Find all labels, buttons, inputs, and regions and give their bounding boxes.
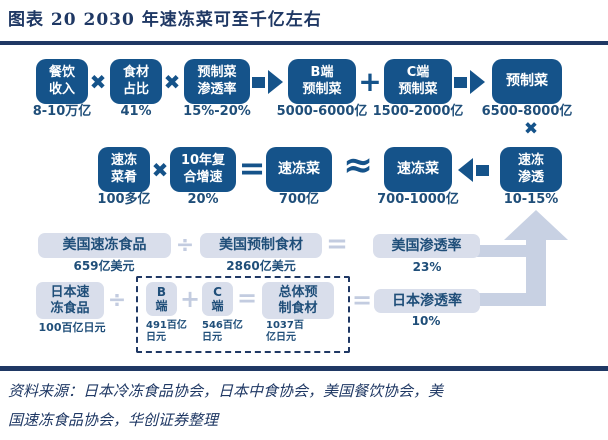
- box-10yr-cagr: 10年复 合增速: [170, 147, 236, 192]
- implies-arrow-right-icon: [454, 70, 485, 94]
- box-japan-total-premade: 总体预 制食材: [262, 282, 334, 319]
- multiply-operator-icon: ✖: [151, 157, 169, 182]
- source-text: 资料来源：日本冷冻食品协会，日本中食协会，美国餐饮协会，美 国速冻食品协会，华创…: [8, 382, 444, 429]
- box-frozen-veg-calc: 速冻菜: [266, 147, 332, 192]
- box-japan-frozen-food: 日本速 冻食品: [36, 282, 104, 319]
- box-ingredient-share: 食材 占比: [110, 59, 162, 104]
- value-us-frozen-food: 659亿美元: [73, 259, 135, 273]
- box-us-frozen-food: 美国速冻食品: [38, 233, 171, 258]
- plus-operator-icon: +: [358, 65, 382, 98]
- equals-operator-icon: =: [326, 228, 348, 259]
- divide-operator-icon: ÷: [107, 288, 127, 313]
- arrow-bar: [252, 76, 265, 88]
- box-frozen-penetration: 速冻 渗透: [500, 147, 562, 192]
- box-us-penetration-rate: 美国渗透率: [373, 234, 480, 258]
- arrow-tip: [470, 70, 485, 94]
- divide-operator-icon: ÷: [175, 233, 195, 258]
- plus-operator-icon: +: [179, 285, 201, 313]
- top-divider: [0, 41, 608, 45]
- equals-operator-icon: =: [236, 284, 258, 312]
- up-arrow-icon: [504, 210, 568, 240]
- box-japan-c-side: C 端: [202, 282, 233, 316]
- box-premade-total: 预制菜: [492, 59, 562, 104]
- value-us-penetration-rate: 23%: [412, 260, 442, 274]
- connector-japan-penetration: [477, 293, 546, 306]
- multiply-operator-icon: ✖: [89, 69, 107, 94]
- value-b-side-premade: 5000-6000亿: [276, 104, 368, 119]
- value-c-side-premade: 1500-2000亿: [372, 104, 464, 119]
- value-japan-b-side: 491百亿 日元: [146, 320, 187, 343]
- japan-premade-group: [136, 276, 350, 353]
- figure-title: 图表 20 2030 年速冻菜可至千亿左右: [8, 10, 322, 30]
- bottom-divider: [0, 366, 608, 371]
- value-japan-c-side: 546百亿 日元: [202, 320, 243, 343]
- equals-operator-icon: =: [351, 286, 373, 314]
- value-10yr-cagr: 20%: [187, 192, 219, 207]
- arrow-bar: [476, 164, 489, 176]
- value-frozen-penetration: 10-15%: [503, 192, 559, 207]
- multiply-link-icon: ✖: [523, 119, 539, 139]
- value-us-premade-ingredient: 2860亿美元: [226, 259, 296, 273]
- value-ingredient-share: 41%: [120, 104, 152, 119]
- value-japan-penetration-rate: 10%: [411, 314, 441, 328]
- arrow-bar: [454, 76, 467, 88]
- box-frozen-veg-range: 速冻菜: [384, 147, 452, 192]
- implies-arrow-right-icon: [252, 70, 283, 94]
- box-japan-penetration-rate: 日本渗透率: [374, 289, 480, 313]
- box-c-side-premade: C端 预制菜: [384, 59, 452, 104]
- box-b-side-premade: B端 预制菜: [288, 59, 356, 104]
- box-japan-b-side: B 端: [146, 282, 177, 316]
- value-catering-revenue: 8-10万亿: [32, 104, 92, 119]
- equals-operator-icon: =: [238, 148, 266, 187]
- arrow-tip: [268, 70, 283, 94]
- arrow-tip: [458, 158, 473, 182]
- value-japan-total-premade: 1037百 亿日元: [266, 320, 304, 343]
- box-us-premade-ingredient: 美国预制食材: [200, 233, 322, 258]
- box-premade-penetration: 预制菜 渗透率: [184, 59, 250, 104]
- value-japan-frozen-food: 100百亿日元: [38, 321, 106, 334]
- box-catering-revenue: 餐饮 收入: [36, 59, 88, 104]
- box-frozen-dishes: 速冻 菜肴: [98, 147, 150, 192]
- value-frozen-veg-calc: 700亿: [278, 192, 320, 207]
- multiply-operator-icon: ✖: [163, 69, 181, 94]
- up-arrow-shaft: [526, 238, 546, 306]
- value-premade-penetration: 15%-20%: [183, 104, 251, 119]
- value-frozen-veg-range: 700-1000亿: [377, 192, 459, 207]
- approx-operator-icon: ≈: [342, 145, 374, 186]
- value-frozen-dishes: 100多亿: [97, 192, 151, 207]
- implies-arrow-left-icon: [458, 158, 489, 182]
- connector-us-penetration: [477, 245, 527, 257]
- value-premade-total: 6500-8000亿: [481, 104, 573, 119]
